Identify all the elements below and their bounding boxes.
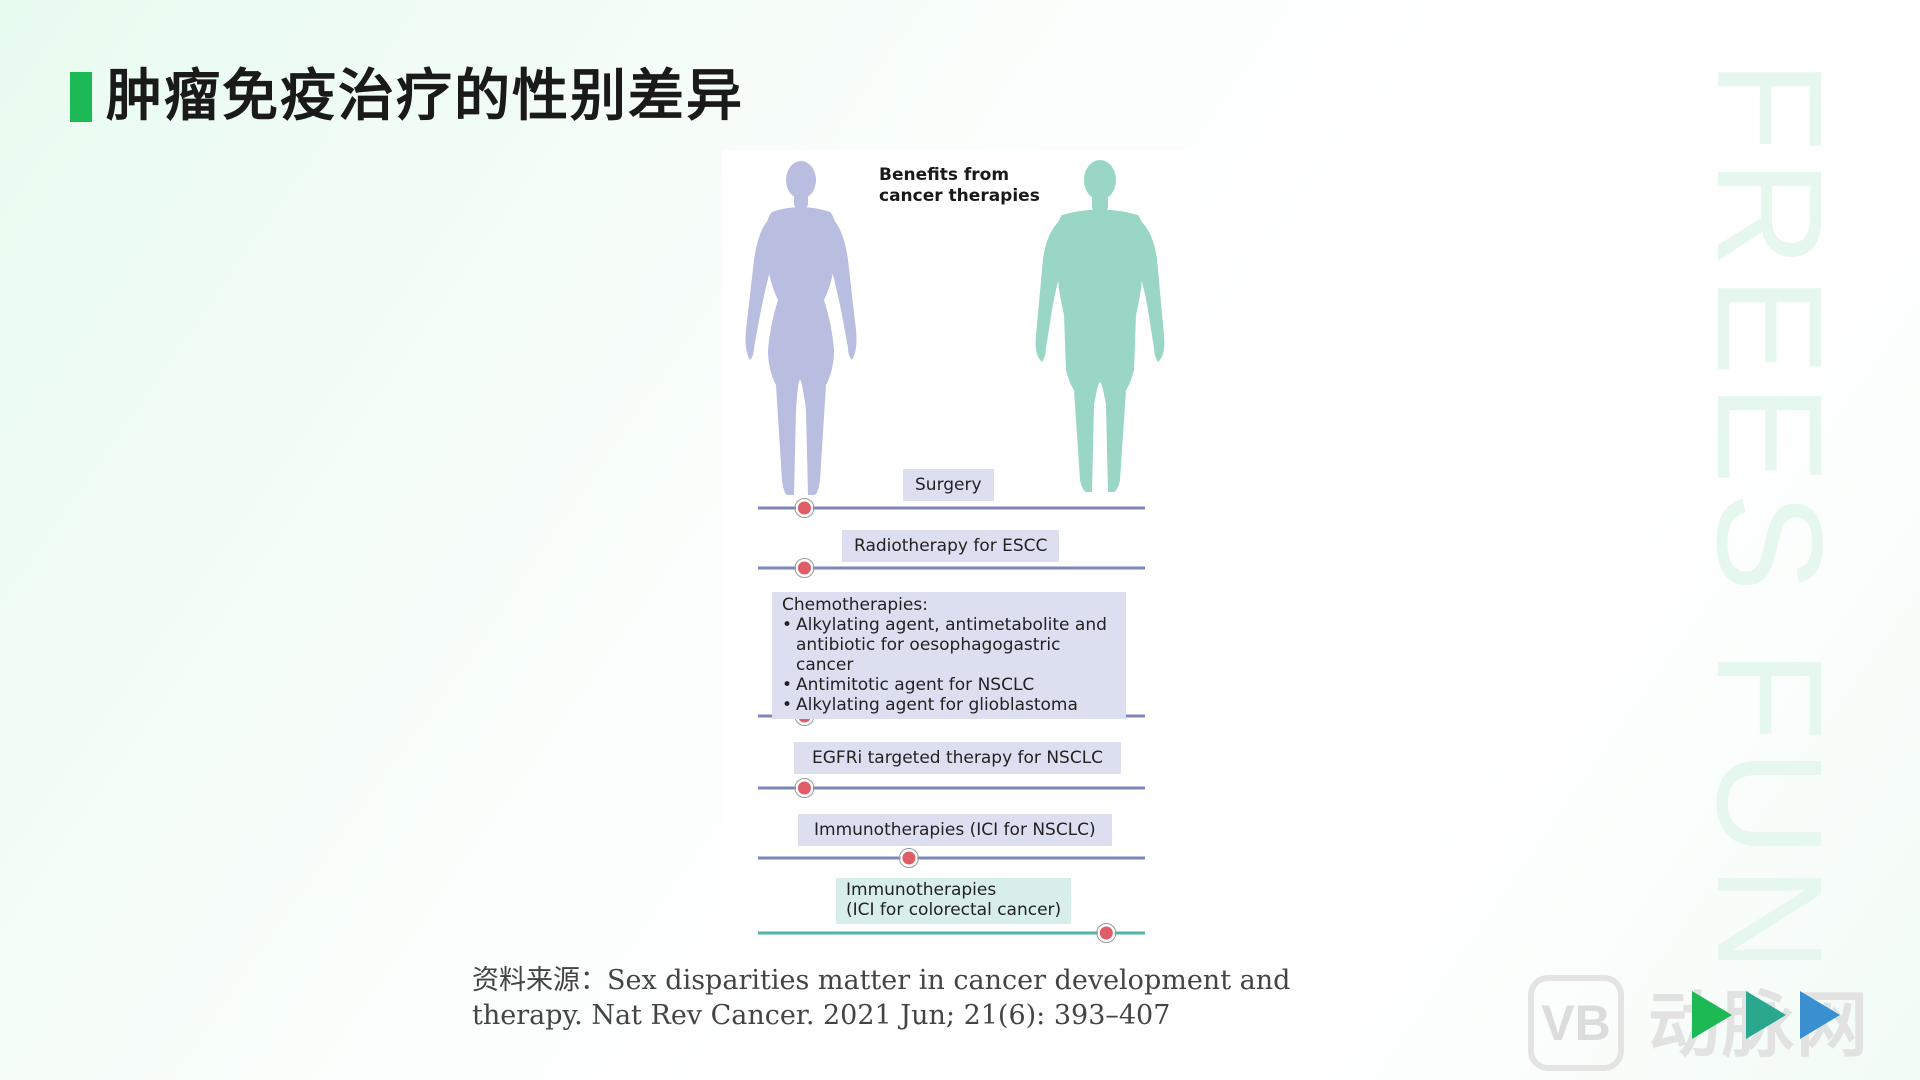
figure-heading: Benefits from cancer therapies — [879, 165, 1040, 207]
title-accent-bar — [70, 72, 92, 122]
therapy-box-chemotherapies: Chemotherapies: Alkylating agent, antime… — [772, 592, 1126, 719]
therapy-lines — [758, 498, 1145, 943]
source-citation: 资料来源：Sex disparities matter in cancer de… — [472, 963, 1290, 1033]
therapy-box-ici-nsclc: Immunotherapies (ICI for NSCLC) — [798, 814, 1112, 846]
brand-logo: VB 动脉网 — [1528, 975, 1918, 1075]
therapy-bullet: Alkylating agent, antimetabolite and ant… — [782, 615, 1116, 675]
source-line-2: therapy. Nat Rev Cancer. 2021 Jun; 21(6)… — [472, 1000, 1171, 1031]
figure-panel: Benefits from cancer therapies Surgery R… — [722, 150, 1192, 945]
benefit-marker — [795, 779, 813, 797]
therapy-label: Immunotherapies (ICI for NSCLC) — [814, 820, 1096, 840]
benefit-marker-ring — [794, 778, 815, 798]
logo-box: VB — [1528, 975, 1624, 1071]
play-arrows-icon — [1692, 991, 1840, 1039]
figure-heading-line-1: Benefits from — [879, 165, 1010, 185]
female-silhouette — [745, 161, 857, 495]
therapy-box-radiotherapy: Radiotherapy for ESCC — [842, 530, 1060, 562]
benefit-marker — [795, 559, 813, 577]
benefit-marker-ring — [898, 848, 919, 868]
slide-title: 肿瘤免疫治疗的性别差异 — [106, 64, 744, 129]
benefit-marker — [900, 849, 918, 867]
therapy-box-surgery: Surgery — [903, 469, 994, 501]
therapy-bullet: Antimitotic agent for NSCLC — [782, 675, 1116, 695]
therapy-bullet: Alkylating agent for glioblastoma — [782, 695, 1116, 715]
benefit-marker — [795, 499, 813, 517]
benefit-marker-ring — [794, 558, 815, 578]
male-silhouette — [1035, 160, 1165, 492]
benefit-marker — [1097, 924, 1115, 942]
therapy-box-egfri: EGFRi targeted therapy for NSCLC — [794, 742, 1122, 774]
therapy-label: Radiotherapy for ESCC — [854, 536, 1048, 556]
therapy-label: EGFRi targeted therapy for NSCLC — [812, 748, 1104, 768]
therapy-title: Chemotherapies: — [782, 595, 928, 615]
figure-heading-line-2: cancer therapies — [879, 186, 1040, 206]
therapy-label: Immunotherapies — [846, 880, 997, 900]
therapy-label: (ICI for colorectal cancer) — [846, 900, 1062, 920]
therapy-label: Surgery — [915, 475, 982, 495]
watermark: FREES FUND — [1695, 60, 1855, 960]
therapy-box-ici-colorectal: Immunotherapies (ICI for colorectal canc… — [836, 878, 1072, 924]
benefit-marker-ring — [1096, 923, 1117, 943]
watermark-text: FREES FUND — [1695, 60, 1854, 960]
source-line-1: 资料来源：Sex disparities matter in cancer de… — [472, 965, 1291, 996]
benefit-marker-ring — [794, 498, 815, 518]
